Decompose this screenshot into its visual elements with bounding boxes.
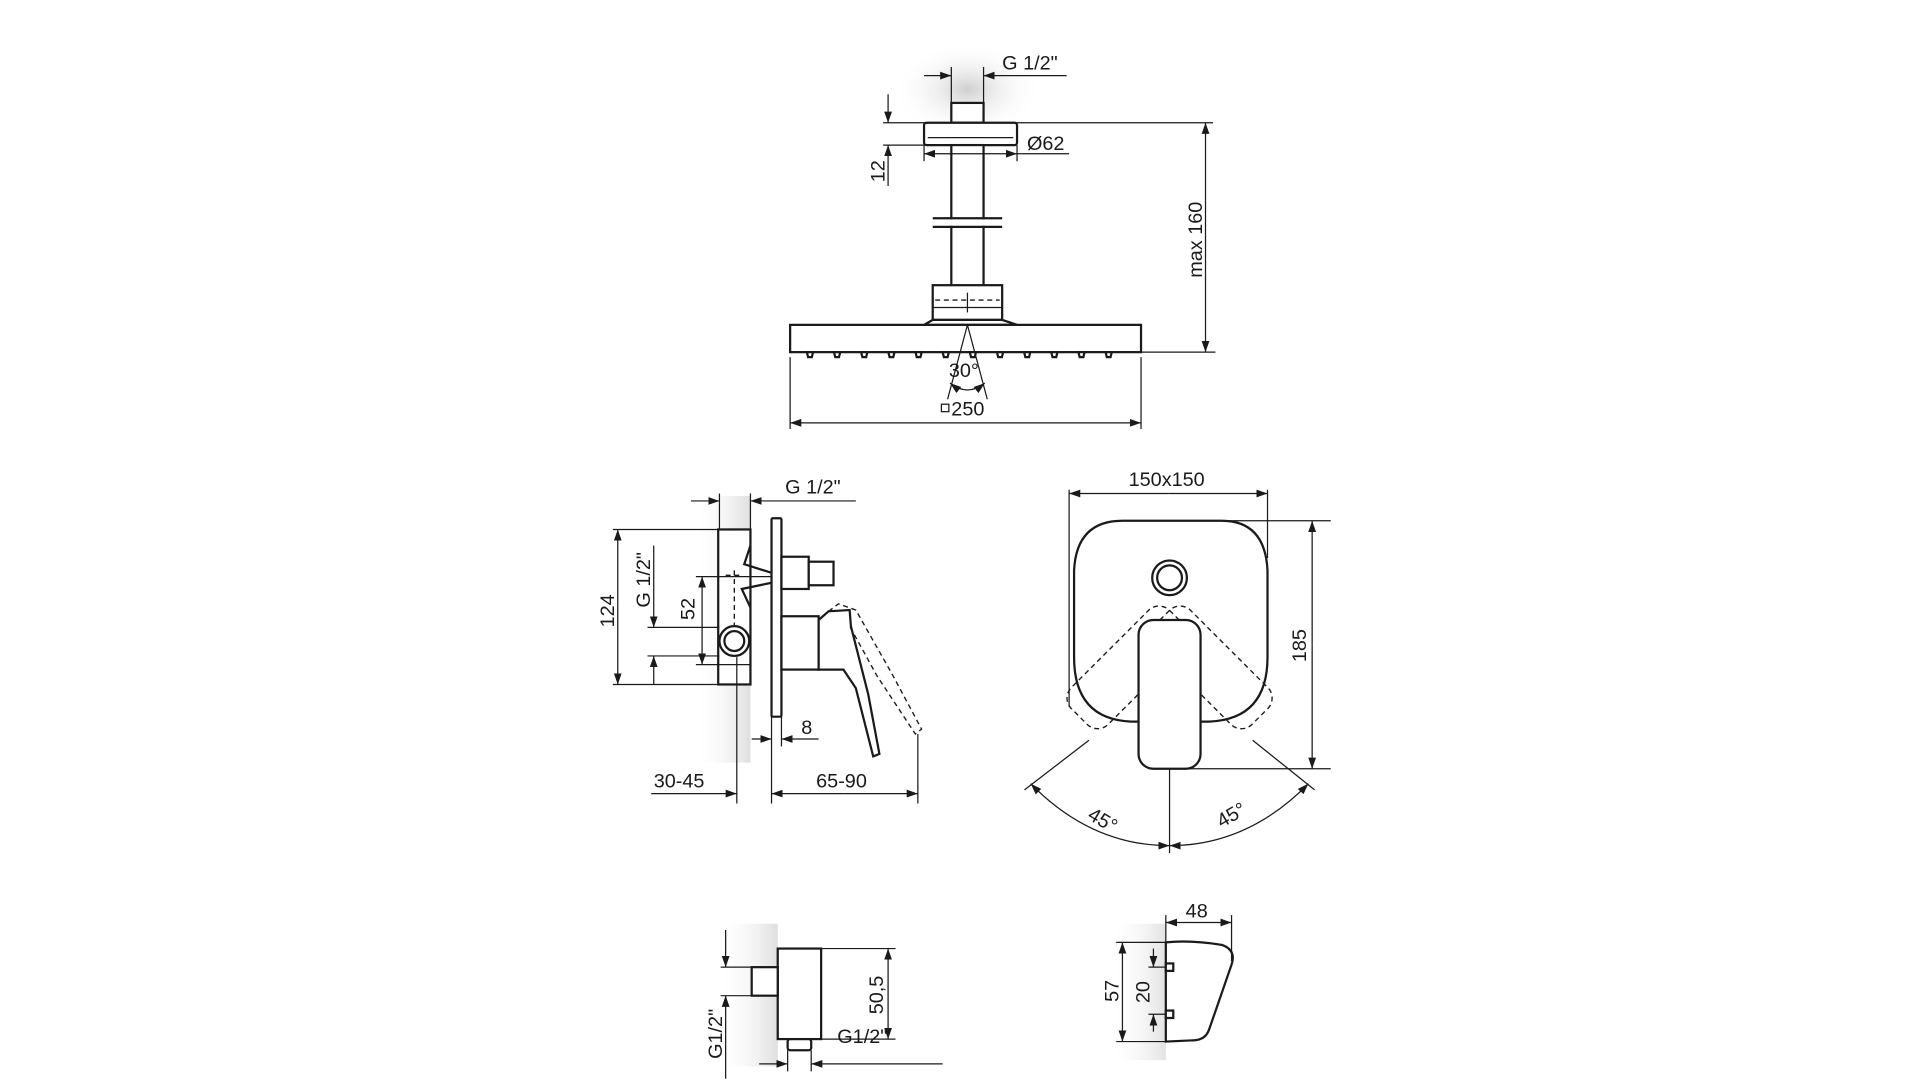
mounting-pin <box>1164 1009 1175 1020</box>
flange-thickness-label: 12 <box>867 160 889 182</box>
nozzle <box>1022 351 1032 359</box>
hand-shower-holder-drawing: 48 57 20 <box>1102 901 1234 1043</box>
diverter-knob <box>807 560 835 587</box>
plate-size-label: 150x150 <box>1129 469 1205 491</box>
outlet-body <box>776 947 823 1041</box>
nozzle <box>995 351 1005 359</box>
square-symbol-icon <box>940 403 950 413</box>
diverter-button-inner <box>1156 564 1184 592</box>
nozzle <box>1104 351 1114 359</box>
mixer-height-label: 124 <box>597 594 619 627</box>
mixer-side-drawing: G 1/2" 124 G 1/2" 52 8 30-45 65-90 <box>597 477 923 804</box>
front-height-label: 185 <box>1289 629 1311 662</box>
nozzle <box>805 351 815 359</box>
wall-depth-label: 30-45 <box>654 770 705 792</box>
height-label: max 160 <box>1185 202 1207 278</box>
outlet-height-label: 50,5 <box>866 976 888 1015</box>
projection-label: 65-90 <box>816 770 867 792</box>
outlet-side-thread-label: G1/2" <box>705 1009 727 1059</box>
diverter-fitting <box>780 555 810 591</box>
head-plate <box>789 323 1143 354</box>
lever-handle <box>817 608 881 758</box>
internal-passage <box>725 570 742 627</box>
side-thread-label: G 1/2" <box>633 552 655 608</box>
inlet-nipple <box>950 101 985 124</box>
angle-ray-right <box>1252 739 1316 791</box>
nozzle <box>941 351 951 359</box>
lever-handle-front <box>1137 618 1202 770</box>
pin-spacing-label: 20 <box>1133 981 1155 1003</box>
body-cutout <box>740 545 772 609</box>
nozzle <box>859 351 869 359</box>
right-angle-label: 45° <box>1213 799 1250 833</box>
flange-diameter-label: Ø62 <box>1027 133 1064 155</box>
left-angle-label: 45° <box>1084 804 1121 838</box>
spacing-label: 52 <box>678 598 700 620</box>
nozzle <box>914 351 924 359</box>
mounting-pin <box>1164 962 1175 972</box>
outlet-wall-pipe <box>750 966 779 997</box>
nozzle-row <box>805 351 1114 359</box>
angle-ray-left <box>1024 739 1090 791</box>
cover-plate <box>770 517 783 718</box>
spray-angle-label: 30° <box>949 360 979 382</box>
angle-arc-left <box>1030 783 1170 850</box>
pipe-break-gap <box>942 219 993 226</box>
outlet-port-inner <box>723 630 746 653</box>
thread-dimension-label: G 1/2" <box>1002 52 1058 74</box>
holder-body <box>1164 940 1234 1043</box>
holder-height-label: 57 <box>1102 980 1124 1002</box>
shower-head-drawing: G 1/2" 12 Ø62 max 160 30° 250 <box>789 52 1216 430</box>
nozzle <box>832 351 842 359</box>
plate-thickness-label: 8 <box>801 717 812 739</box>
head-size-label: 250 <box>951 398 984 420</box>
wall-outlet-drawing: G1/2" 50,5 G1/2" <box>705 929 943 1079</box>
angle-arc-right <box>1169 783 1309 850</box>
nozzle <box>886 351 896 359</box>
ceiling-flange <box>922 121 1019 147</box>
mixer-front-drawing: 150x150 185 45° 45° <box>1024 469 1331 854</box>
outlet-bottom-thread-label: G1/2" <box>837 1026 887 1048</box>
ceiling-shadow <box>893 42 1042 137</box>
spray-angle-arc <box>949 382 986 394</box>
outlet-hose-nipple <box>786 1037 813 1052</box>
nozzle <box>1049 351 1059 359</box>
cartridge-spindle <box>780 615 820 671</box>
holder-depth-label: 48 <box>1186 901 1208 923</box>
nozzle <box>1076 351 1087 359</box>
top-thread-label: G 1/2" <box>785 477 841 499</box>
